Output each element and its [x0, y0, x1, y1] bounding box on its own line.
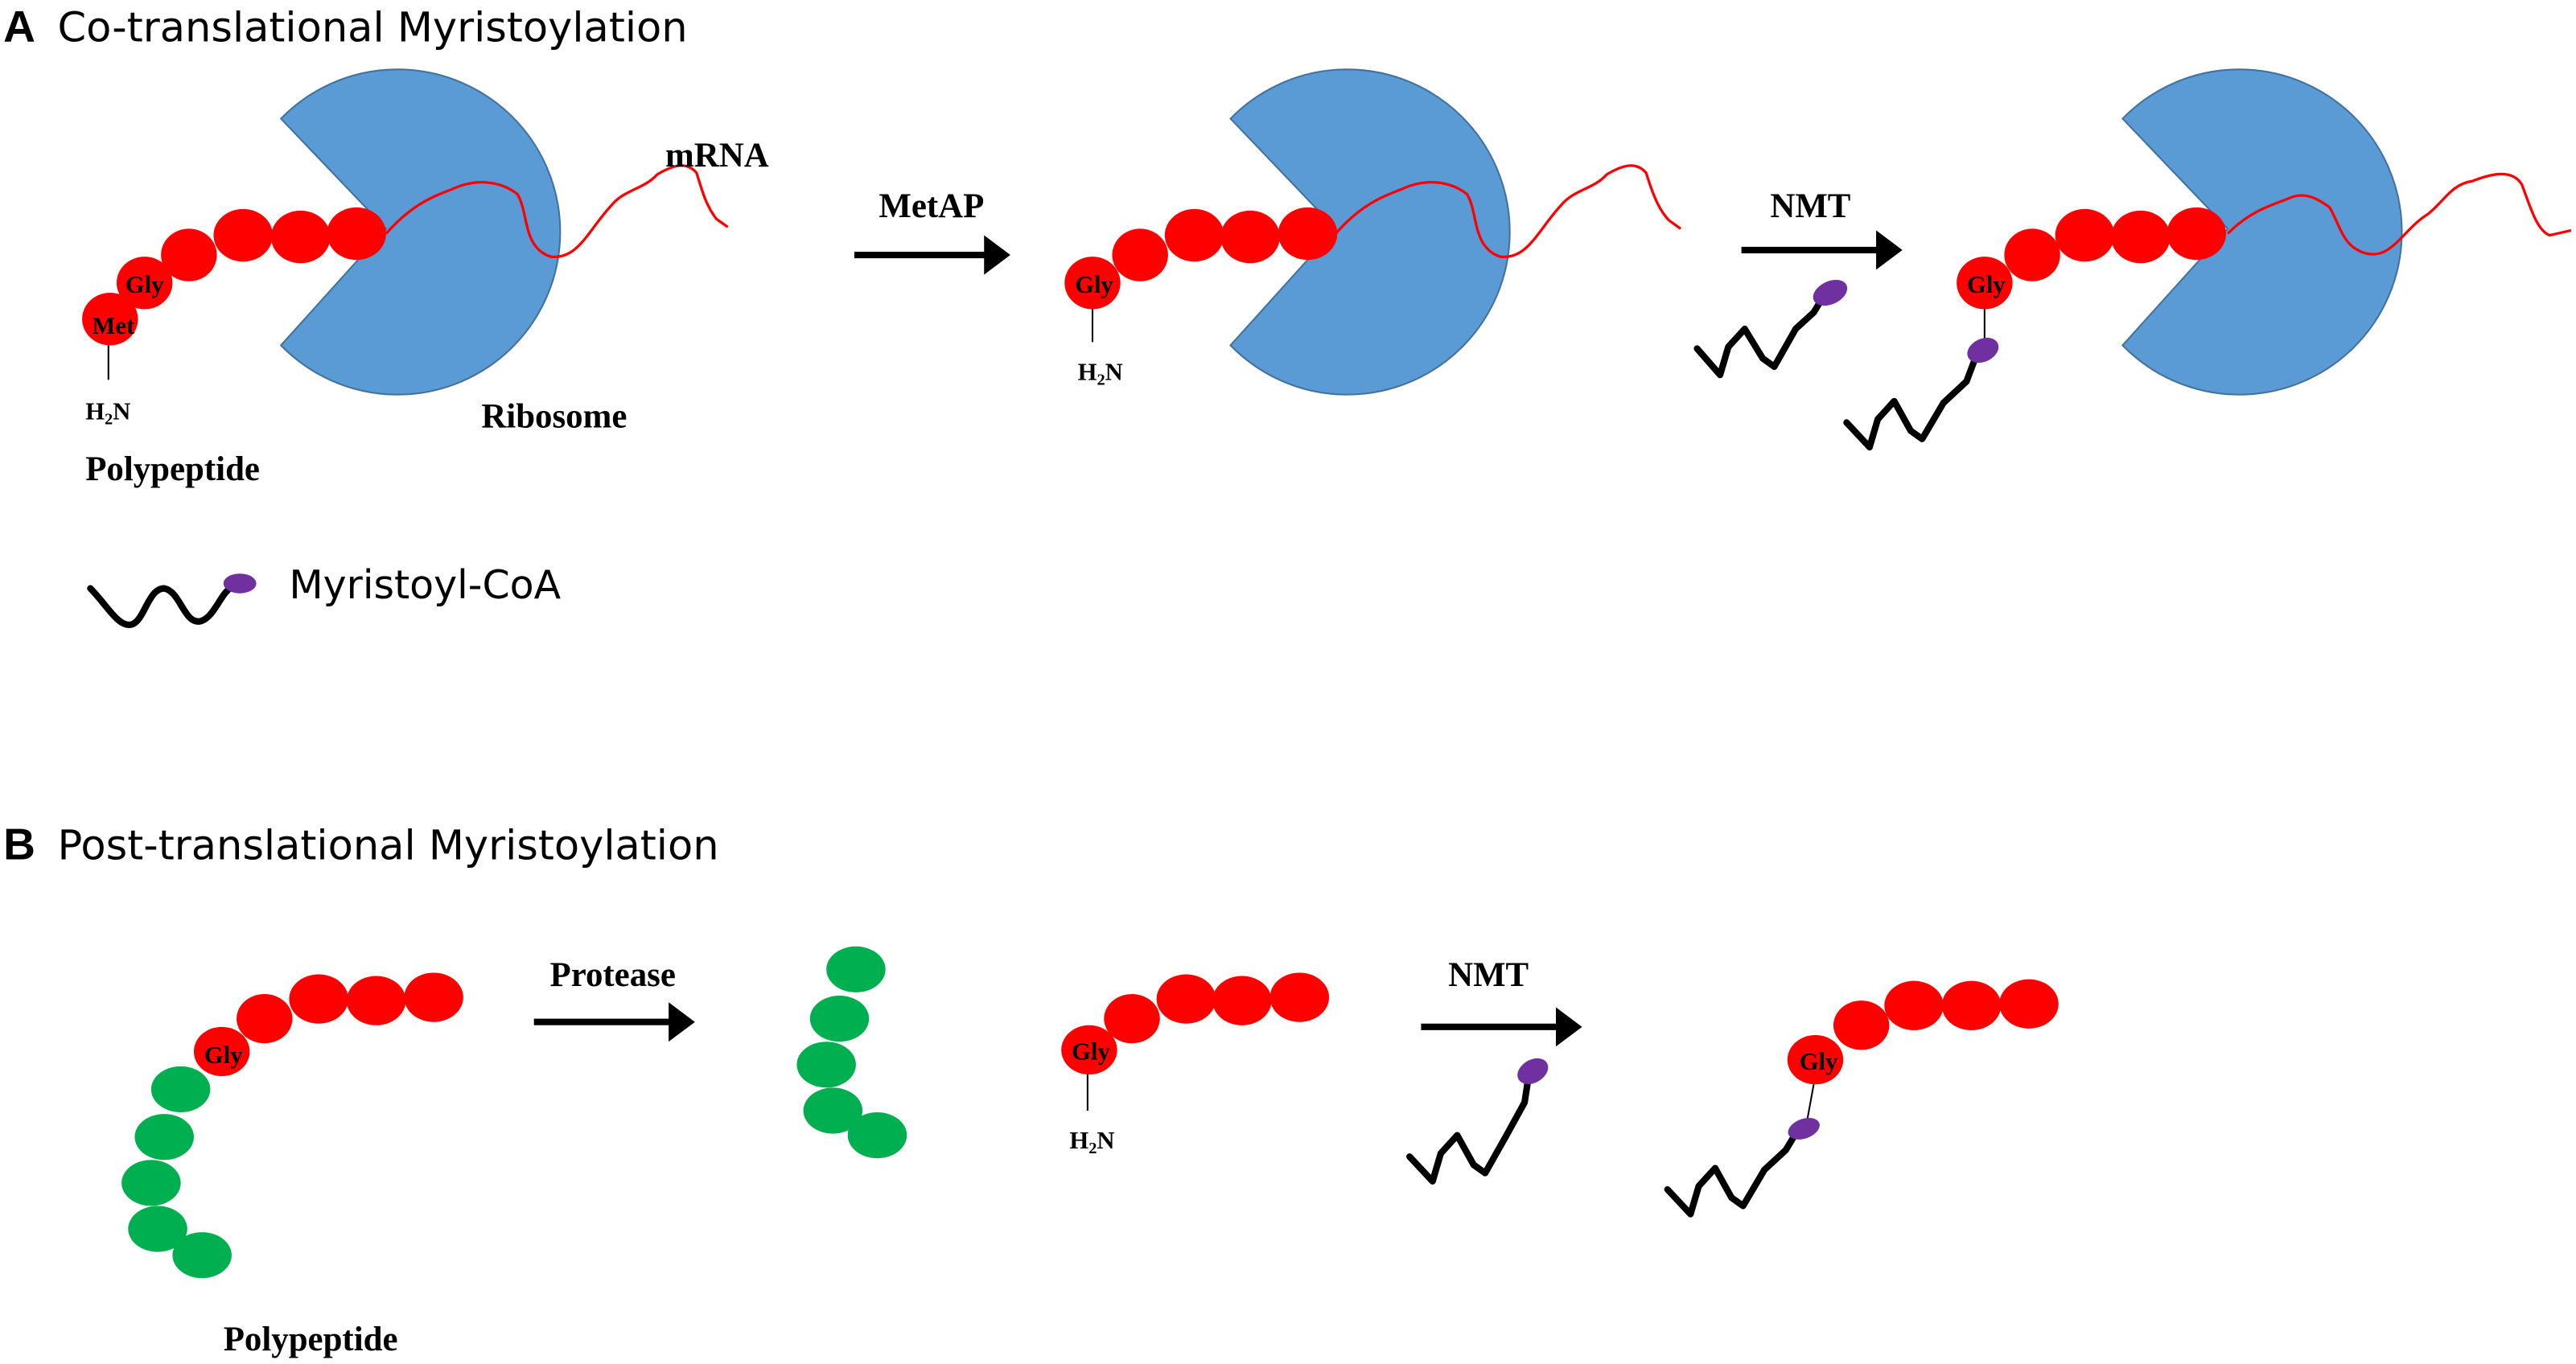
amino-acid-bead: [289, 974, 348, 1024]
gly-bead: [116, 257, 173, 310]
stage-2: Gly H2N: [1064, 68, 1682, 396]
cleaved-segment-bead: [121, 1160, 181, 1206]
met-bead: [82, 293, 138, 346]
amino-acid-bead: [161, 228, 217, 281]
gly-label: Gly: [1800, 1048, 1838, 1075]
amino-acid-bead: [1833, 1000, 1890, 1050]
gly-bead: [1064, 257, 1121, 310]
mrna-label: mRNA: [665, 137, 769, 175]
amino-acid-bead: [327, 207, 386, 261]
legend: Myristoyl-CoA: [87, 562, 562, 628]
myristoyl-chain-attached: [1664, 1130, 1800, 1218]
cleaved-segment-bead: [134, 1114, 194, 1161]
amino-acid-bead: [1104, 993, 1160, 1044]
ribosome-label: Ribosome: [481, 397, 627, 435]
protease-label: Protease: [550, 956, 676, 994]
myristoyl-head: [1517, 1058, 1549, 1085]
ribosome: [1229, 68, 1511, 396]
nmt-label: NMT: [1448, 956, 1529, 994]
h2n-label: H2N: [85, 397, 130, 428]
mrna-strand: [1334, 164, 1682, 258]
gly-bead: [1061, 1025, 1117, 1075]
ribosome: [2121, 68, 2403, 396]
full-polypeptide: Gly Polypeptide: [121, 972, 463, 1358]
polypeptide-label: Polypeptide: [85, 450, 260, 488]
amino-acid-bead: [2004, 228, 2060, 281]
cleaved-fragment: [796, 946, 907, 1159]
amino-acid-bead: [2055, 208, 2115, 262]
cleaved-segment-bead: [803, 1087, 863, 1134]
myristoyl-coa-legend-icon: [87, 585, 233, 628]
amino-acid-bead: [1941, 980, 2002, 1030]
amino-acid-bead: [2167, 207, 2227, 261]
stage-1: Gly Met H2N Polypeptide Ribosome mRNA: [82, 68, 769, 488]
amino-acid-bead: [1999, 979, 2059, 1029]
mrna-strand: [2226, 172, 2572, 256]
myristoyl-chain-attached: [1843, 351, 1980, 451]
amino-acid-bead: [213, 208, 273, 262]
met-label: Met: [93, 312, 135, 339]
cleaved-segment-bead: [826, 946, 886, 992]
cleaved-segment-bead: [150, 1066, 211, 1113]
amino-acid-bead: [1164, 208, 1224, 262]
gly-bead: [193, 1026, 250, 1077]
myristoyl-head: [1813, 279, 1848, 306]
cleaved-segment-bead: [796, 1041, 856, 1088]
amino-acid-bead: [1156, 974, 1216, 1024]
exposed-gly-polypeptide: Gly H2N: [1061, 972, 1330, 1157]
amino-acid-bead: [237, 993, 293, 1044]
cleaved-segment-bead: [847, 1112, 907, 1159]
ribosome: [279, 68, 562, 396]
gly-label: Gly: [126, 271, 164, 298]
nmt-label: NMT: [1770, 187, 1850, 225]
gly-label: Gly: [204, 1041, 243, 1069]
cleaved-segment-bead: [128, 1206, 187, 1252]
panel-b-title: Post-translational Myristoylation: [57, 823, 718, 870]
myristoyl-head: [1967, 337, 1999, 364]
panel-a-letter: A: [3, 2, 35, 51]
cleaved-segment-bead: [172, 1232, 232, 1279]
amino-acid-bead: [1269, 972, 1330, 1022]
amino-acid-bead: [1220, 210, 1280, 264]
stage-3: Gly: [1843, 68, 2572, 451]
cleaved-segment-bead: [809, 996, 870, 1042]
polypeptide-label: Polypeptide: [224, 1321, 398, 1358]
metap-label: MetAP: [879, 187, 984, 225]
myristoyl-bond: [1806, 1084, 1815, 1121]
panel-b-letter: B: [3, 820, 35, 869]
amino-acid-bead: [1884, 980, 1944, 1030]
amino-acid-bead: [404, 972, 463, 1022]
myristoyl-coa-free: [1406, 1078, 1532, 1185]
amino-acid-bead: [1278, 207, 1338, 261]
myristoyl-head: [1788, 1117, 1820, 1140]
panel-a-title: Co-translational Myristoylation: [57, 5, 687, 52]
amino-acid-bead: [346, 976, 406, 1025]
gly-label: Gly: [1967, 271, 2006, 298]
myristoyl-head: [223, 573, 257, 594]
myristoyl-coa-free: [1693, 293, 1827, 379]
amino-acid-bead: [270, 210, 331, 264]
mrna-strand: [385, 164, 729, 258]
h2n-label: H2N: [1078, 358, 1123, 388]
gly-label: Gly: [1072, 1038, 1110, 1066]
h2n-label: H2N: [1069, 1127, 1114, 1157]
gly-bead: [1787, 1035, 1844, 1085]
gly-bead: [1957, 257, 2013, 310]
amino-acid-bead: [1212, 976, 1272, 1025]
myristoylated-polypeptide: Gly: [1664, 979, 2059, 1218]
amino-acid-bead: [1112, 228, 1168, 281]
amino-acid-bead: [2111, 210, 2171, 264]
legend-label: Myristoyl-CoA: [289, 562, 561, 608]
gly-label: Gly: [1075, 271, 1113, 298]
